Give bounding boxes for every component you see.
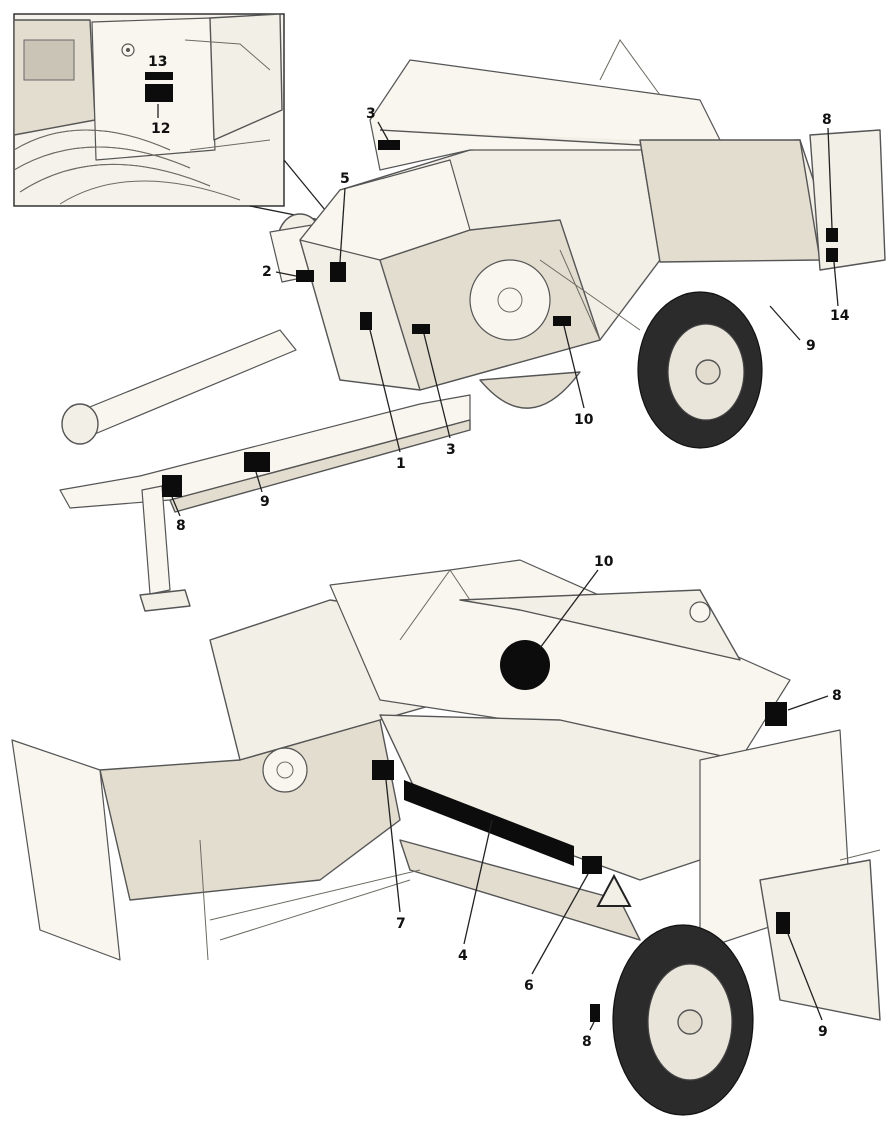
warning-triangle-icon	[596, 873, 632, 907]
decal-6	[582, 856, 602, 874]
callout-5: 5	[340, 171, 350, 187]
inset-decal-13	[145, 72, 173, 80]
callout-4: 4	[458, 948, 468, 964]
callout-9-top: 9	[806, 338, 816, 354]
callout-1: 1	[396, 456, 406, 472]
decal-2	[296, 270, 314, 282]
decal-14	[826, 248, 838, 262]
callout-3-front: 3	[446, 442, 456, 458]
callout-9-bracket: 9	[818, 1024, 828, 1040]
callout-3-top: 3	[366, 106, 376, 122]
callout-8-hood: 8	[832, 688, 842, 704]
callout-13: 13	[148, 54, 167, 70]
callout-6: 6	[524, 978, 534, 994]
decal-3-top	[378, 140, 400, 150]
decal-9-drawbar	[244, 452, 270, 472]
decal-3-front	[412, 324, 430, 334]
decal-8-hood	[765, 702, 787, 726]
inset-detail-view: 13 12	[13, 13, 331, 221]
decal-10-top	[553, 316, 571, 326]
inset-decal-12	[145, 84, 173, 102]
callout-10-top: 10	[574, 412, 594, 428]
baler-rear-view: 10 8 7 4 6 8 9	[11, 554, 881, 1116]
callout-2: 2	[262, 264, 272, 280]
callout-9-drawbar: 9	[260, 494, 270, 510]
decal-7	[372, 760, 394, 780]
baler-front-view: 3 5 2 8 14 9 10 3 1 8 9	[59, 39, 886, 612]
callout-10-round: 10	[594, 554, 614, 570]
decal-1	[360, 312, 372, 330]
decal-5	[330, 262, 346, 282]
decal-4-strip	[404, 780, 574, 866]
decal-9-bracket	[776, 912, 790, 934]
callout-8-top: 8	[822, 112, 832, 128]
decal-8-top	[826, 228, 838, 242]
callout-7: 7	[396, 916, 406, 932]
callout-8-lower: 8	[582, 1034, 592, 1050]
decal-10-round	[500, 640, 550, 690]
callout-12: 12	[151, 121, 170, 137]
decal-8-drawbar	[162, 475, 182, 497]
callout-8-drawbar: 8	[176, 518, 186, 534]
decal-8-lower	[590, 1004, 600, 1022]
callout-14: 14	[830, 308, 850, 324]
